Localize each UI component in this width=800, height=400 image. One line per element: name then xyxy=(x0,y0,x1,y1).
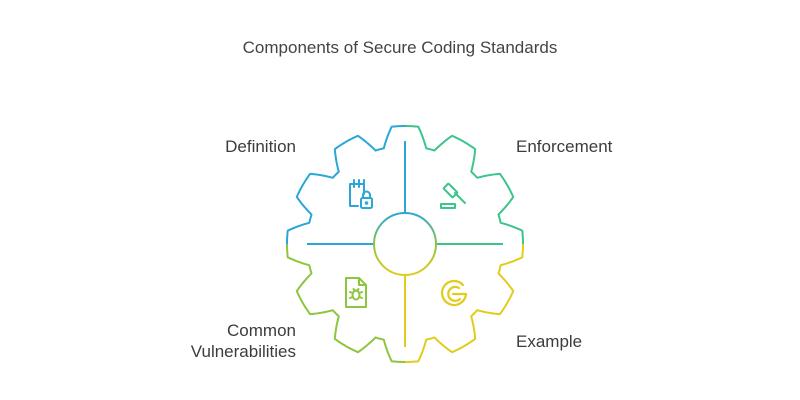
label-definition: Definition xyxy=(225,137,296,156)
gavel-icon xyxy=(440,182,466,209)
diagram-title: Components of Secure Coding Standards xyxy=(242,38,558,57)
gear-quadrant-definition xyxy=(286,125,405,244)
label-common-vulnerabilities: Common Vulnerabilities xyxy=(191,320,296,362)
bug-file-icon xyxy=(345,277,367,308)
gear-quadrant-common-vulnerabilities xyxy=(286,244,405,363)
label-common-vulnerabilities-line2: Vulnerabilities xyxy=(190,342,296,361)
gear-quadrant-example xyxy=(405,244,524,363)
notepad-lock-icon xyxy=(349,179,373,209)
google-icon xyxy=(440,279,468,307)
gear-hub xyxy=(373,212,437,276)
gear-quadrant-enforcement xyxy=(405,125,524,244)
label-common-vulnerabilities-line1: Common xyxy=(227,321,296,340)
label-example: Example xyxy=(516,332,583,351)
label-enforcement: Enforcement xyxy=(516,137,613,156)
